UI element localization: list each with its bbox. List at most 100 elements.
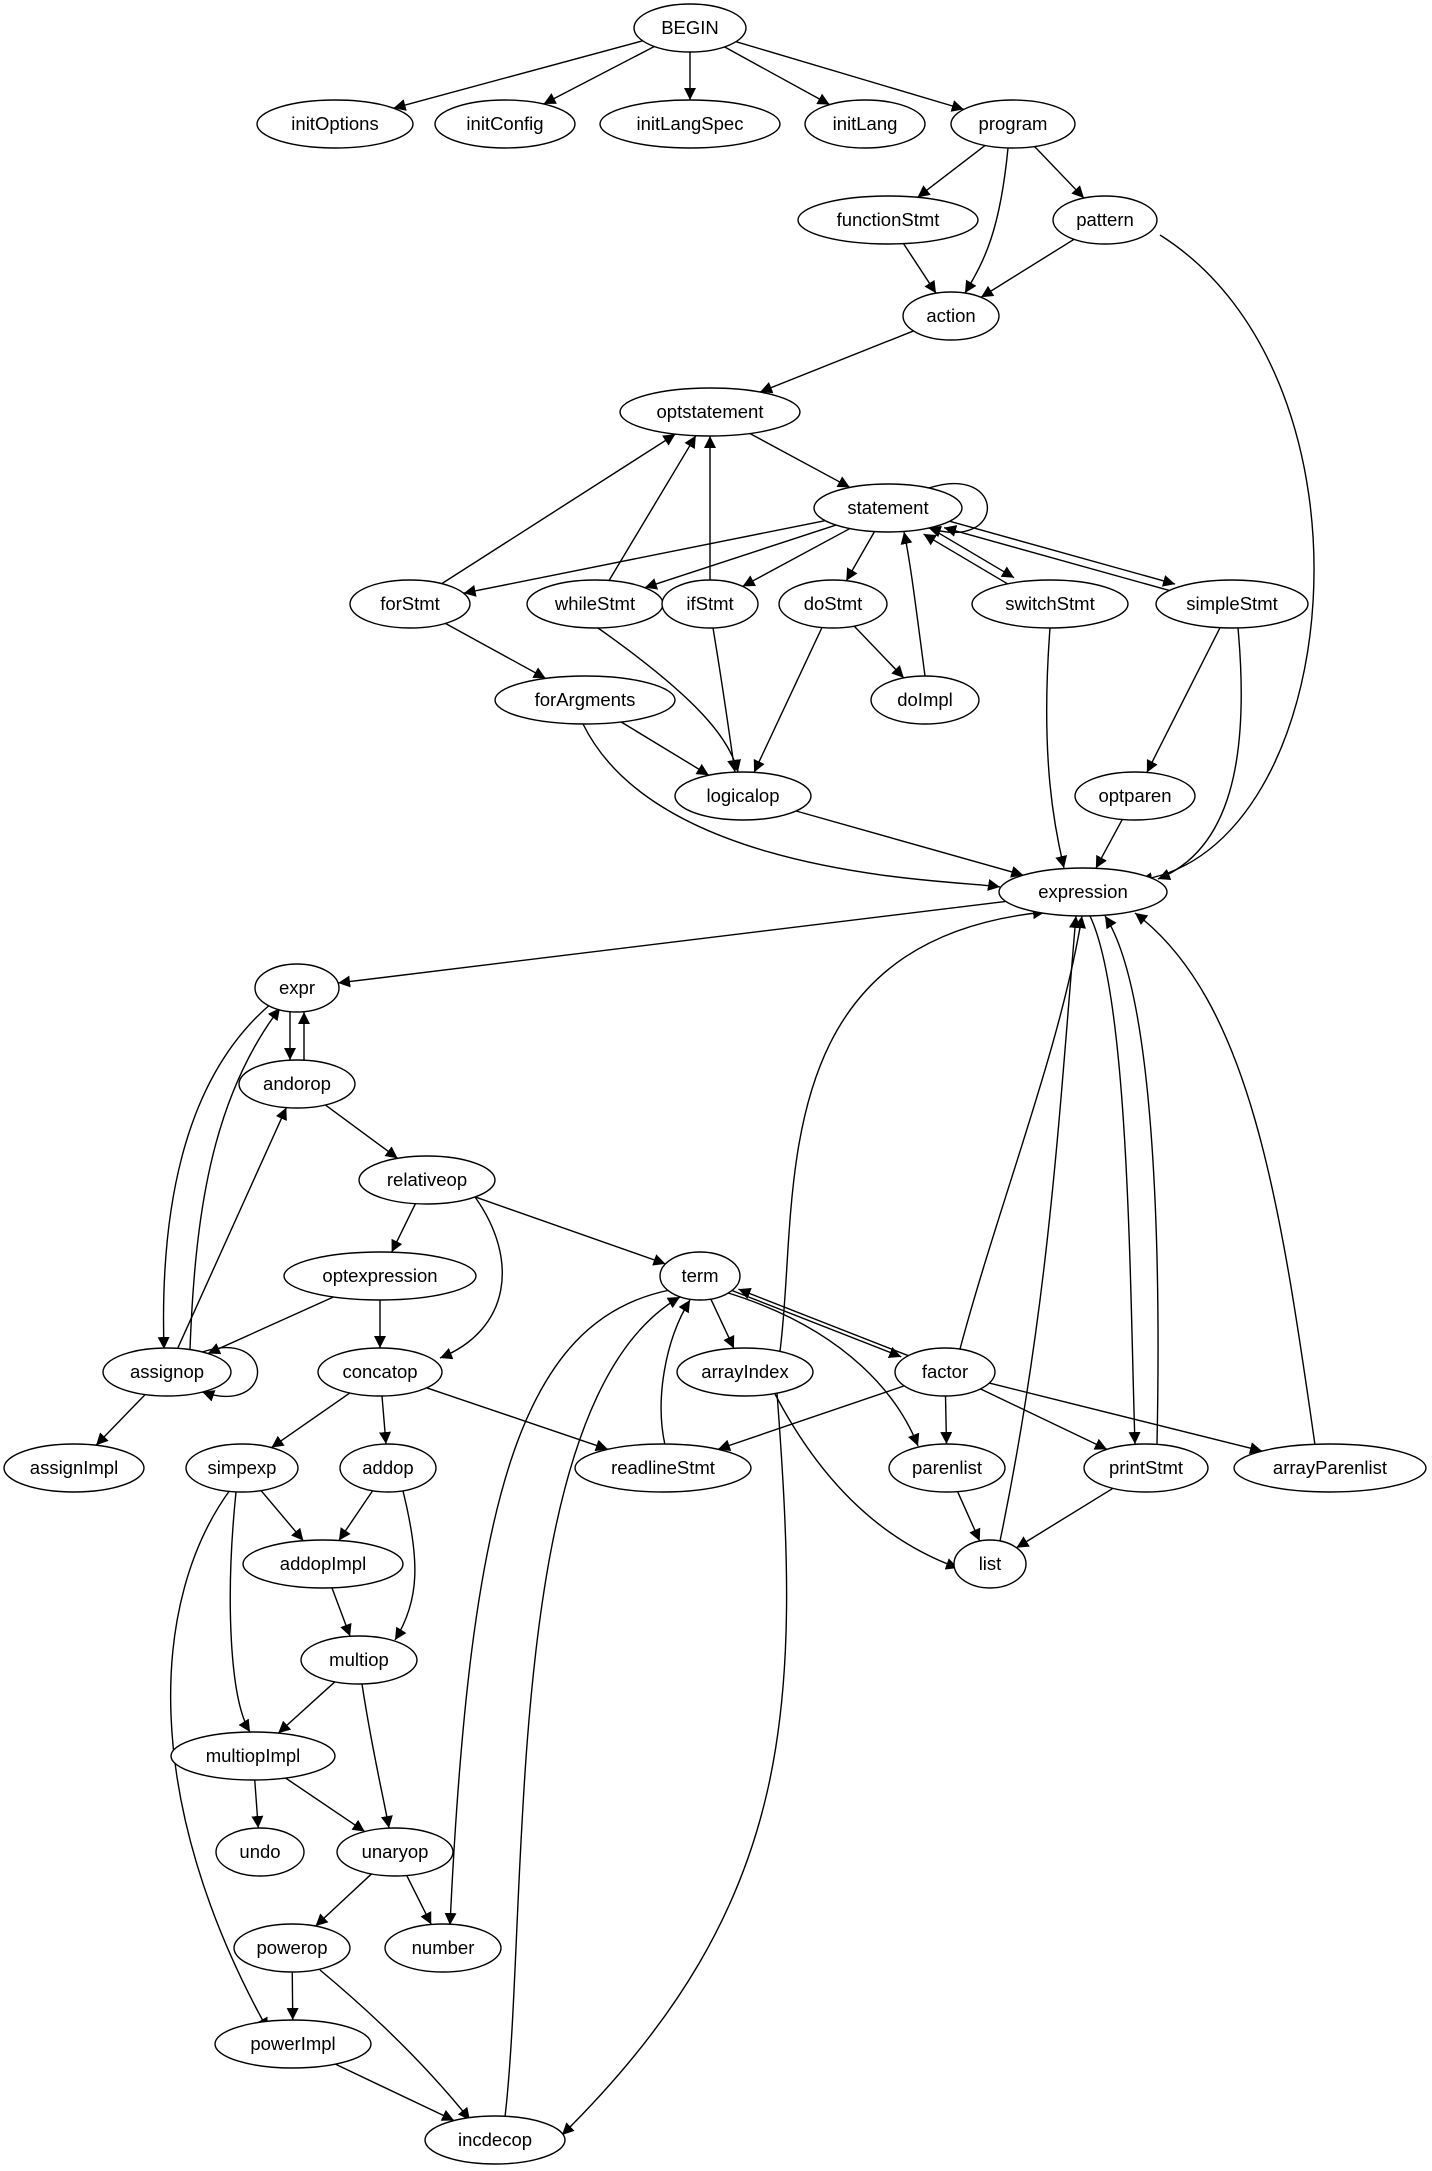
node-ellipse: [888, 1443, 1006, 1493]
node-label: unaryop: [362, 1841, 429, 1862]
node-powerImpl: powerImpl: [214, 2019, 372, 2069]
node-label: doStmt: [804, 593, 863, 614]
edge-program-to-pattern: [1034, 146, 1085, 199]
edge-assignop-to-assignImpl: [95, 1394, 146, 1446]
node-expression: expression: [998, 867, 1168, 917]
edge-expr-to-assignop: [157, 1002, 273, 1350]
edge-action-to-optstatement: [759, 330, 914, 394]
node-label: arrayParenlist: [1273, 1457, 1387, 1478]
node-initLang: initLang: [804, 99, 926, 149]
node-label: switchStmt: [1005, 593, 1094, 614]
edge-line: [902, 243, 937, 294]
node-forArgments: forArgments: [494, 675, 676, 725]
edge-concatop-to-addop: [379, 1395, 391, 1445]
node-switchStmt: switchStmt: [971, 579, 1129, 629]
edge-multiop-to-unaryop: [361, 1683, 393, 1829]
edge-line: [923, 533, 1015, 589]
node-assignImpl: assignImpl: [3, 1443, 145, 1493]
edge-line: [853, 625, 905, 679]
node-ellipse: [1052, 195, 1158, 245]
node-ellipse: [317, 1347, 443, 1397]
node-label: assignop: [130, 1361, 204, 1382]
edge-term-to-number: [444, 1289, 671, 1926]
edge-forStmt-to-optstatement: [441, 433, 676, 585]
edge-BEGIN-to-initOptions: [393, 40, 643, 111]
node-addopImpl: addopImpl: [242, 1539, 404, 1589]
node-label: ifStmt: [686, 593, 733, 614]
edge-line: [426, 1387, 609, 1452]
edge-statement-to-whileStmt: [644, 524, 837, 590]
edge-printStmt-to-list: [1016, 1487, 1114, 1549]
node-label: statement: [847, 497, 928, 518]
edge-line: [337, 900, 1006, 988]
node-label: term: [682, 1265, 719, 1286]
edge-concatop-to-readlineStmt: [426, 1387, 609, 1452]
node-label: initLang: [833, 113, 898, 134]
edge-line: [1016, 1487, 1114, 1549]
edge-list-to-expression: [999, 915, 1081, 1542]
edge-optparen-to-expression: [1095, 819, 1123, 869]
node-label: initConfig: [466, 113, 543, 134]
node-label: factor: [922, 1361, 968, 1382]
edge-line: [463, 519, 826, 597]
edge-line: [943, 518, 1176, 587]
node-label: printStmt: [1109, 1457, 1183, 1478]
node-simpleStmt: simpleStmt: [1155, 579, 1309, 629]
edge-term-to-factor: [728, 1288, 902, 1359]
edge-factor-to-printStmt: [980, 1388, 1108, 1450]
edge-simpleStmt-to-statement: [943, 525, 1176, 593]
edge-expression-to-expr: [337, 900, 1006, 988]
node-ellipse: [599, 99, 781, 149]
edge-relativeop-to-term: [474, 1196, 666, 1266]
edge-line: [900, 531, 926, 677]
edge-ifStmt-to-logicalop: [712, 627, 740, 773]
node-ellipse: [797, 195, 979, 245]
node-label: optexpression: [322, 1265, 437, 1286]
edge-line: [393, 40, 643, 111]
edge-line: [338, 1490, 374, 1541]
edge-factor-to-readlineStmt: [717, 1385, 905, 1452]
edge-line: [845, 531, 876, 582]
node-ellipse: [256, 99, 414, 149]
node-ellipse: [661, 579, 759, 629]
node-ellipse: [1083, 1443, 1209, 1493]
node-number: number: [384, 1923, 502, 1973]
edge-concatop-to-simpexp: [270, 1392, 351, 1449]
edge-line: [561, 1392, 788, 2136]
edge-line: [157, 1002, 273, 1350]
edge-doStmt-to-doImpl: [853, 625, 905, 679]
node-ellipse: [339, 1443, 437, 1493]
edge-line: [999, 915, 1081, 1542]
node-initConfig: initConfig: [434, 99, 576, 149]
node-label: program: [979, 113, 1048, 134]
edge-term-to-arrayIndex: [710, 1298, 735, 1349]
edge-multiopImpl-to-undo: [251, 1779, 264, 1829]
edge-whileStmt-to-optstatement: [608, 435, 697, 581]
node-label: powerImpl: [250, 2033, 335, 2054]
edge-simpexp-to-multiopImpl: [229, 1491, 251, 1733]
node-ellipse: [494, 675, 676, 725]
node-ellipse: [214, 2019, 372, 2069]
edge-relativeop-to-concatop: [439, 1196, 503, 1360]
edge-pattern-to-action: [980, 238, 1075, 298]
node-unaryop: unaryop: [336, 1827, 454, 1877]
edge-line: [712, 627, 740, 773]
node-ellipse: [242, 1539, 404, 1589]
node-label: incdecop: [458, 2129, 532, 2150]
node-powerop: powerop: [233, 1923, 351, 1973]
edge-line: [735, 41, 965, 112]
node-relativeop: relativeop: [358, 1155, 496, 1205]
node-label: doImpl: [897, 689, 953, 710]
edge-forArgments-to-logicalop: [620, 721, 710, 776]
edge-factor-to-expression: [959, 915, 1086, 1350]
edge-line: [474, 1196, 666, 1266]
edge-doStmt-to-logicalop: [753, 627, 823, 773]
node-initLangSpec: initLangSpec: [599, 99, 781, 149]
edge-line: [1157, 627, 1242, 881]
edge-line: [315, 1873, 372, 1927]
edge-line: [335, 2063, 455, 2122]
edge-assignop-to-expr: [189, 1007, 281, 1350]
edge-addop-to-multiop: [394, 1490, 416, 1641]
edge-program-to-functionStmt: [917, 144, 986, 198]
